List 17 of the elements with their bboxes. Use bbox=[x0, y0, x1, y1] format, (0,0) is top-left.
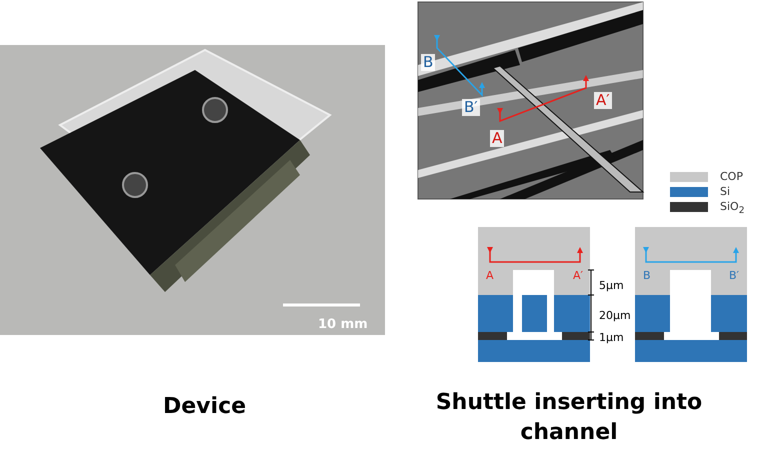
section-label: A bbox=[486, 270, 494, 281]
legend-label: COP bbox=[720, 171, 743, 182]
section-label: A bbox=[490, 130, 504, 147]
section-label: B bbox=[643, 270, 651, 281]
section-label: B′ bbox=[729, 270, 740, 281]
dimension-label: 20μm bbox=[599, 310, 631, 321]
dimension-label: 1μm bbox=[599, 332, 624, 343]
panel-caption: Shuttle inserting into channel bbox=[434, 389, 704, 447]
scale-label: 10 mm bbox=[318, 318, 368, 331]
legend-label: SiO$_{2}$ bbox=[720, 201, 745, 216]
section-label: A′ bbox=[594, 92, 612, 109]
section-label: B bbox=[421, 54, 436, 71]
dimension-label: 5μm bbox=[599, 280, 624, 291]
legend-label: Si bbox=[720, 186, 730, 197]
panel-caption: Device bbox=[163, 396, 246, 418]
section-label: B′ bbox=[462, 99, 480, 116]
section-label: A′ bbox=[573, 270, 584, 281]
